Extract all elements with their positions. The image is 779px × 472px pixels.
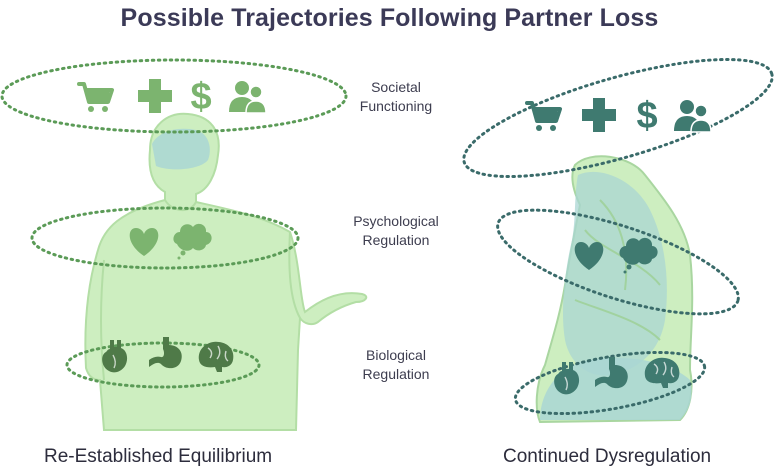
- level-label-societal: Societal Functioning: [326, 78, 466, 116]
- level-label-biological-line2: Regulation: [362, 366, 430, 382]
- head-overlay: [152, 128, 210, 170]
- medical-cross-icon: [138, 79, 172, 113]
- level-label-psychological: Psychological Regulation: [326, 212, 466, 250]
- level-label-societal-line1: Societal: [371, 79, 421, 95]
- dollar-sign-icon: [190, 76, 212, 118]
- ring-biological-right: [513, 350, 707, 416]
- ring-psychological-left: [30, 206, 300, 270]
- ring-societal-left: [0, 58, 348, 134]
- level-label-biological-line1: Biological: [366, 347, 426, 363]
- level-label-psychological-line2: Regulation: [362, 232, 430, 248]
- shopping-cart-icon: [77, 82, 114, 114]
- people-icon: [673, 99, 712, 133]
- standing-figure: [84, 112, 368, 431]
- dollar-sign-icon: [636, 95, 658, 137]
- medical-cross-icon: [582, 98, 616, 132]
- level-label-biological: Biological Regulation: [326, 346, 466, 384]
- level-label-societal-line2: Functioning: [359, 98, 433, 114]
- ring-societal-right: [462, 57, 774, 179]
- seated-figure: [535, 155, 694, 424]
- outcome-label-left: Re-Established Equilibrium: [44, 446, 273, 467]
- shopping-cart-icon: [525, 101, 562, 133]
- diagram-title: Possible Trajectories Following Partner …: [120, 4, 659, 32]
- outcome-label-right: Continued Dysregulation: [503, 446, 712, 467]
- level-label-psychological-line1: Psychological: [353, 213, 439, 229]
- ring-psychological-right: [496, 208, 740, 316]
- people-icon: [228, 80, 267, 114]
